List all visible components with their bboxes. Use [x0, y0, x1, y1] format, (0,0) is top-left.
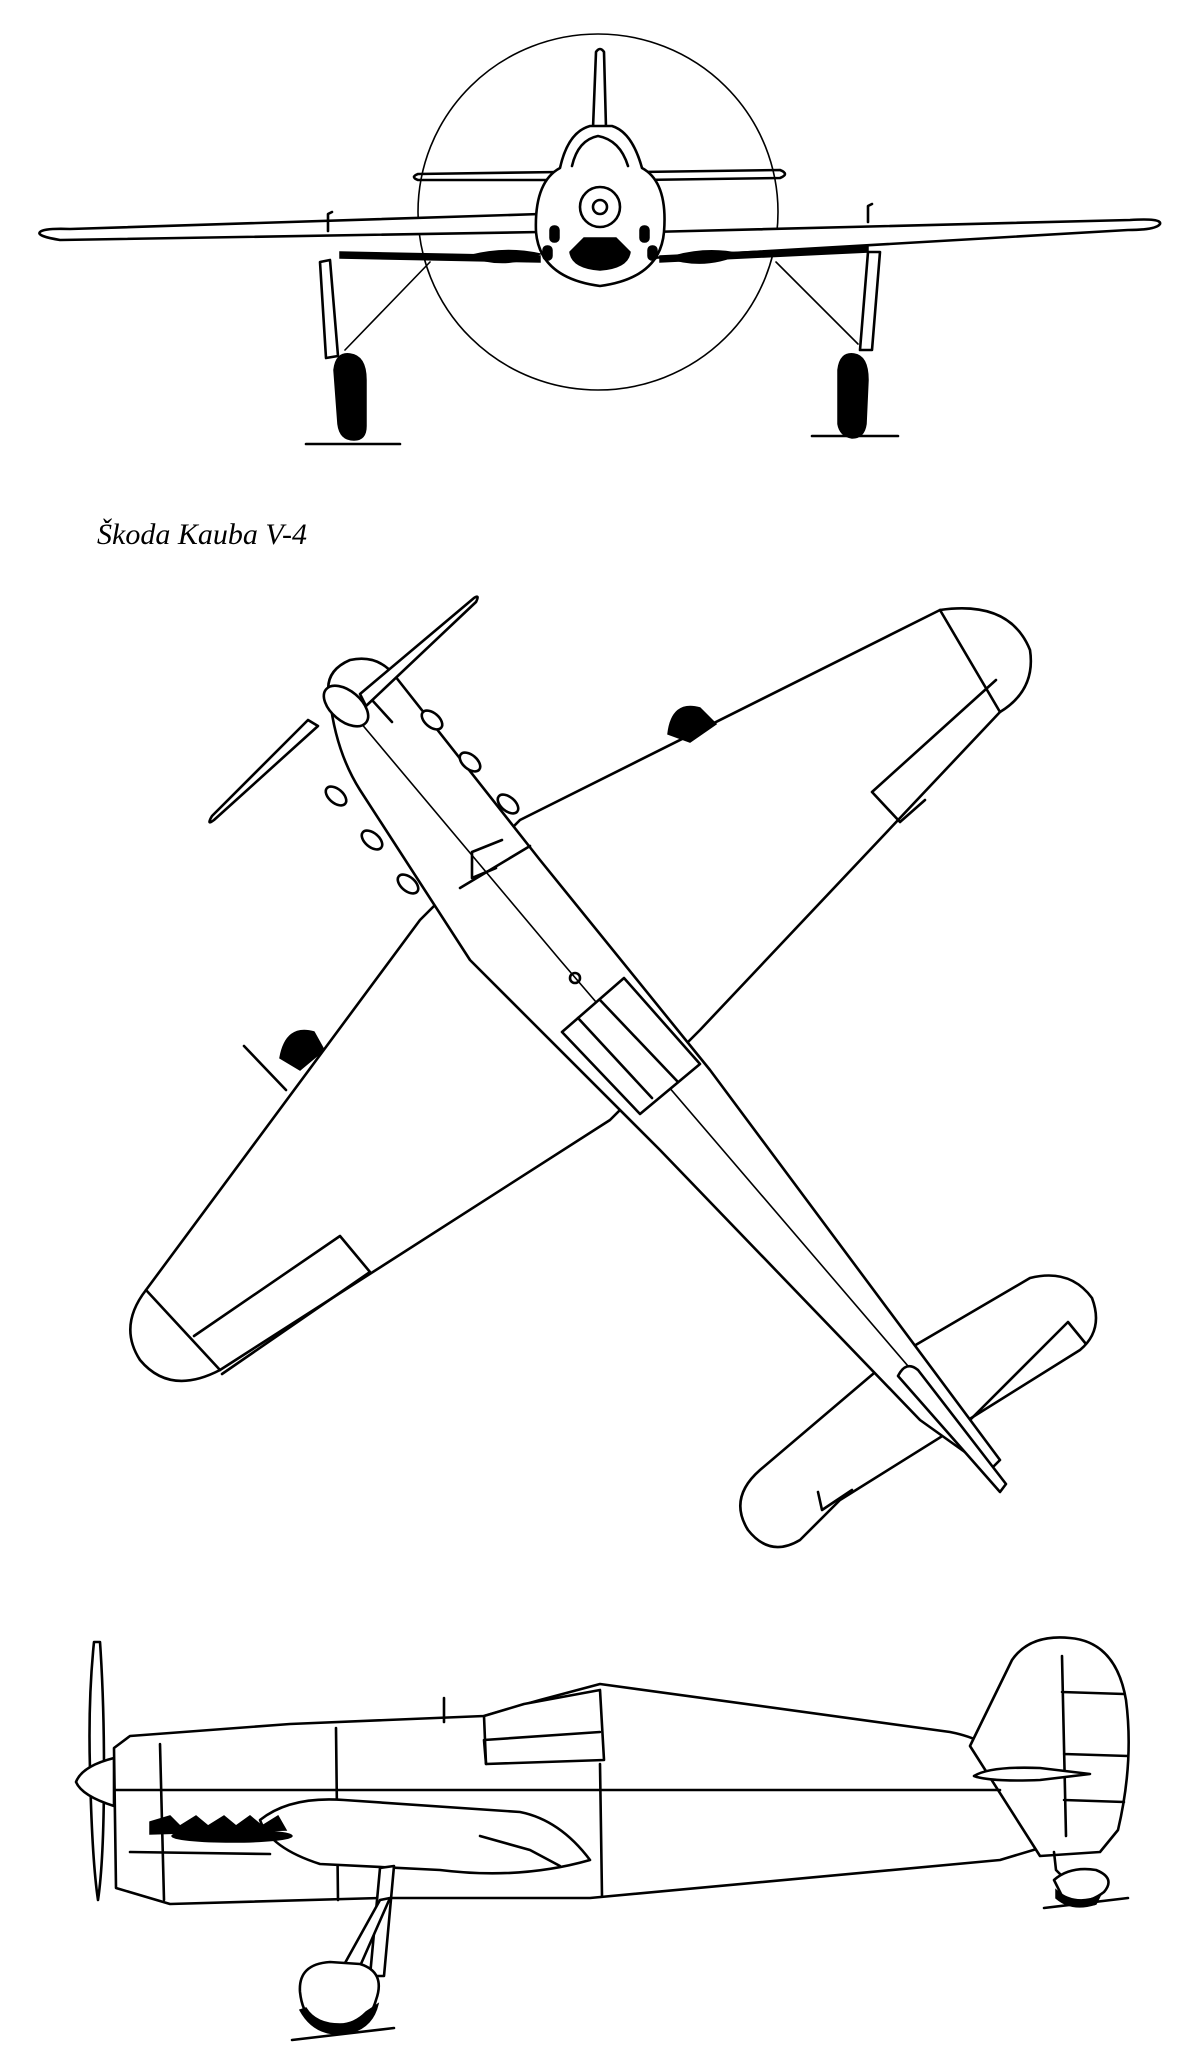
side-panel-5 — [128, 1850, 272, 1856]
top-panel-line — [458, 844, 532, 890]
side-view — [74, 1636, 1130, 2042]
top-canopy-frame-2 — [598, 998, 680, 1084]
top-exhaust-1 — [420, 709, 444, 731]
top-exhaust-4 — [324, 785, 348, 807]
top-canopy-frame-1 — [576, 1016, 654, 1100]
side-gear-strut — [368, 1864, 396, 1978]
front-exhaust-3 — [542, 245, 553, 261]
front-mast-left — [326, 210, 334, 233]
top-spinner — [322, 684, 370, 728]
side-rudder-line — [1060, 1654, 1130, 1838]
top-radiator-right — [667, 705, 718, 743]
front-wing-right — [648, 218, 1162, 260]
front-exhaust-1 — [549, 225, 560, 243]
front-exhaust-4 — [647, 245, 658, 261]
top-exhaust-3 — [496, 793, 520, 815]
top-exhaust-6 — [396, 873, 420, 895]
side-tailplane — [972, 1766, 1092, 1782]
side-exhausts — [149, 1814, 288, 1835]
front-tailplane — [412, 168, 787, 182]
side-radiator-scoop — [478, 1834, 562, 1868]
top-mast-base — [568, 971, 582, 985]
side-gear-tire — [298, 2002, 380, 2035]
top-hatch — [470, 838, 504, 880]
top-radiator-left — [279, 1029, 325, 1071]
front-canopy — [570, 134, 630, 168]
side-spinner — [74, 1756, 116, 1808]
top-elevator-left — [816, 1488, 854, 1512]
side-panel-3 — [598, 1762, 604, 1898]
front-exhaust-2 — [639, 225, 650, 243]
front-radiator-right — [665, 250, 743, 264]
front-gear-right-wheel — [837, 353, 869, 439]
side-exhaust-base — [171, 1829, 293, 1843]
top-elevator-right — [958, 1320, 1088, 1432]
front-spinner-hub — [591, 198, 609, 216]
top-view — [129, 595, 1098, 1549]
top-aileron-right — [870, 678, 998, 824]
front-fin — [591, 47, 608, 130]
top-rudder — [896, 1364, 1008, 1494]
front-gear-left-strut — [318, 258, 340, 360]
top-exhaust-2 — [458, 751, 482, 773]
top-canopy — [560, 976, 702, 1116]
front-gear-right-strut — [858, 250, 882, 352]
side-canopy — [482, 1688, 606, 1766]
top-wing-tip-right — [938, 608, 1002, 714]
top-propeller-blade-2 — [208, 718, 320, 824]
side-ground-main — [290, 2026, 396, 2042]
front-view — [38, 33, 1162, 446]
front-intake — [569, 237, 631, 271]
front-mast-right — [866, 202, 874, 224]
front-spinner — [578, 185, 622, 229]
side-ground-tail — [1042, 1896, 1130, 1910]
aircraft-caption: Škoda Kauba V-4 — [97, 518, 307, 551]
front-wing — [38, 212, 542, 242]
front-gear-left-brace — [344, 261, 431, 351]
front-gear-right-brace — [775, 261, 859, 345]
side-canopy-frame — [482, 1730, 602, 1766]
front-gear-left-wheel — [333, 353, 367, 441]
top-propeller-blade-1 — [358, 595, 479, 708]
top-pitot — [242, 1044, 288, 1092]
top-wing-tip-left — [144, 1288, 222, 1372]
front-radiator-left — [465, 249, 543, 264]
top-exhaust-5 — [360, 829, 384, 851]
top-fuselage-centerline — [359, 721, 981, 1451]
side-wing-root — [258, 1798, 592, 1875]
propeller-disc — [417, 33, 779, 391]
top-aileron-left — [192, 1234, 372, 1376]
